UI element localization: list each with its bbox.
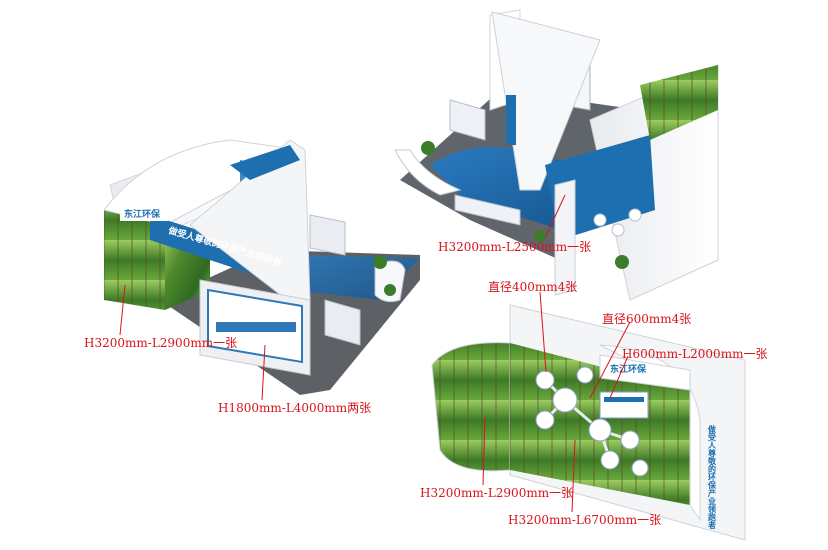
node-circle-8 bbox=[631, 459, 649, 477]
bottom-booth: 东江环保 做受人尊敬的环保产业领跑者 bbox=[431, 304, 746, 541]
top-booth-chair-3 bbox=[628, 208, 642, 222]
bottom-booth-header-band bbox=[599, 354, 691, 391]
annotation-diameter-400: 直径400mm4张 bbox=[488, 280, 578, 294]
node-circle-5 bbox=[620, 430, 640, 450]
leader-line-4 bbox=[539, 291, 547, 373]
bottom-booth-info-stripe bbox=[604, 397, 644, 402]
bottom-booth-brand: 东江环保 bbox=[610, 363, 647, 375]
top-booth-plant-1 bbox=[421, 141, 435, 155]
node-circle-7 bbox=[576, 366, 594, 384]
node-circle-2 bbox=[552, 387, 578, 413]
leader-line-1 bbox=[119, 284, 126, 336]
node-circle-1 bbox=[535, 370, 555, 390]
annotation-header-band: H600mm-L2000mm一张 bbox=[622, 347, 768, 361]
top-booth-side-panel bbox=[554, 179, 576, 296]
node-circle-3 bbox=[535, 410, 555, 430]
bottom-booth-info-board bbox=[599, 391, 649, 419]
node-circle-4 bbox=[588, 418, 612, 442]
left-booth-forest-wall bbox=[104, 210, 165, 310]
top-booth-plant-2 bbox=[615, 255, 629, 269]
left-booth-plant bbox=[373, 255, 387, 269]
annotation-bottom-back-wall: H3200mm-L6700mm一张 bbox=[508, 513, 662, 527]
leader-line-3 bbox=[544, 194, 566, 239]
left-booth-brand: 东江环保 bbox=[124, 208, 161, 220]
top-booth-display-case-2 bbox=[454, 194, 521, 226]
left-booth-cabinet-1 bbox=[309, 214, 346, 256]
left-booth-arch-blue bbox=[230, 145, 300, 180]
annotation-diameter-600: 直径600mm4张 bbox=[602, 312, 692, 326]
top-booth: 东江环保 bbox=[394, 9, 719, 301]
left-booth: 做受人尊敬的环保产业领跑者 东江环保 bbox=[103, 139, 420, 395]
left-booth-cabinet-2 bbox=[324, 299, 361, 346]
top-booth-display-case-1 bbox=[449, 99, 486, 141]
top-booth-forest-wall bbox=[640, 65, 718, 140]
annotation-left-counter-panel: H1800mm-L4000mm两张 bbox=[218, 401, 372, 415]
bottom-booth-left-wall bbox=[431, 342, 511, 472]
leader-line-6 bbox=[609, 355, 629, 399]
left-booth-counter-stripe bbox=[216, 322, 296, 332]
top-booth-curved-counter bbox=[394, 149, 462, 196]
left-booth-plant-2 bbox=[384, 284, 396, 296]
leader-line-5 bbox=[589, 321, 631, 399]
node-circle-6 bbox=[600, 450, 620, 470]
annotation-bottom-left-wall: H3200mm-L2900mm一张 bbox=[420, 486, 574, 500]
left-booth-reception-desk bbox=[374, 260, 406, 303]
bottom-booth-slogan: 做受人尊敬的环保产业领跑者 bbox=[707, 424, 717, 530]
top-booth-blue-column bbox=[506, 95, 516, 145]
leader-line-8 bbox=[571, 439, 576, 513]
annotation-left-forest-wall: H3200mm-L2900mm一张 bbox=[84, 336, 238, 350]
annotation-lines bbox=[119, 194, 631, 513]
top-booth-chair-2 bbox=[611, 223, 625, 237]
top-booth-brand: 东江环保 bbox=[582, 192, 615, 202]
top-booth-plant-3 bbox=[534, 230, 546, 242]
leader-line-7 bbox=[482, 417, 486, 486]
bottom-booth-node-diagram bbox=[535, 366, 649, 477]
top-booth-chair-1 bbox=[593, 213, 607, 227]
annotation-top-side-wall: H3200mm-L2500mm一张 bbox=[438, 240, 592, 254]
left-booth-brand-block bbox=[120, 205, 168, 221]
leader-line-2 bbox=[261, 344, 266, 401]
